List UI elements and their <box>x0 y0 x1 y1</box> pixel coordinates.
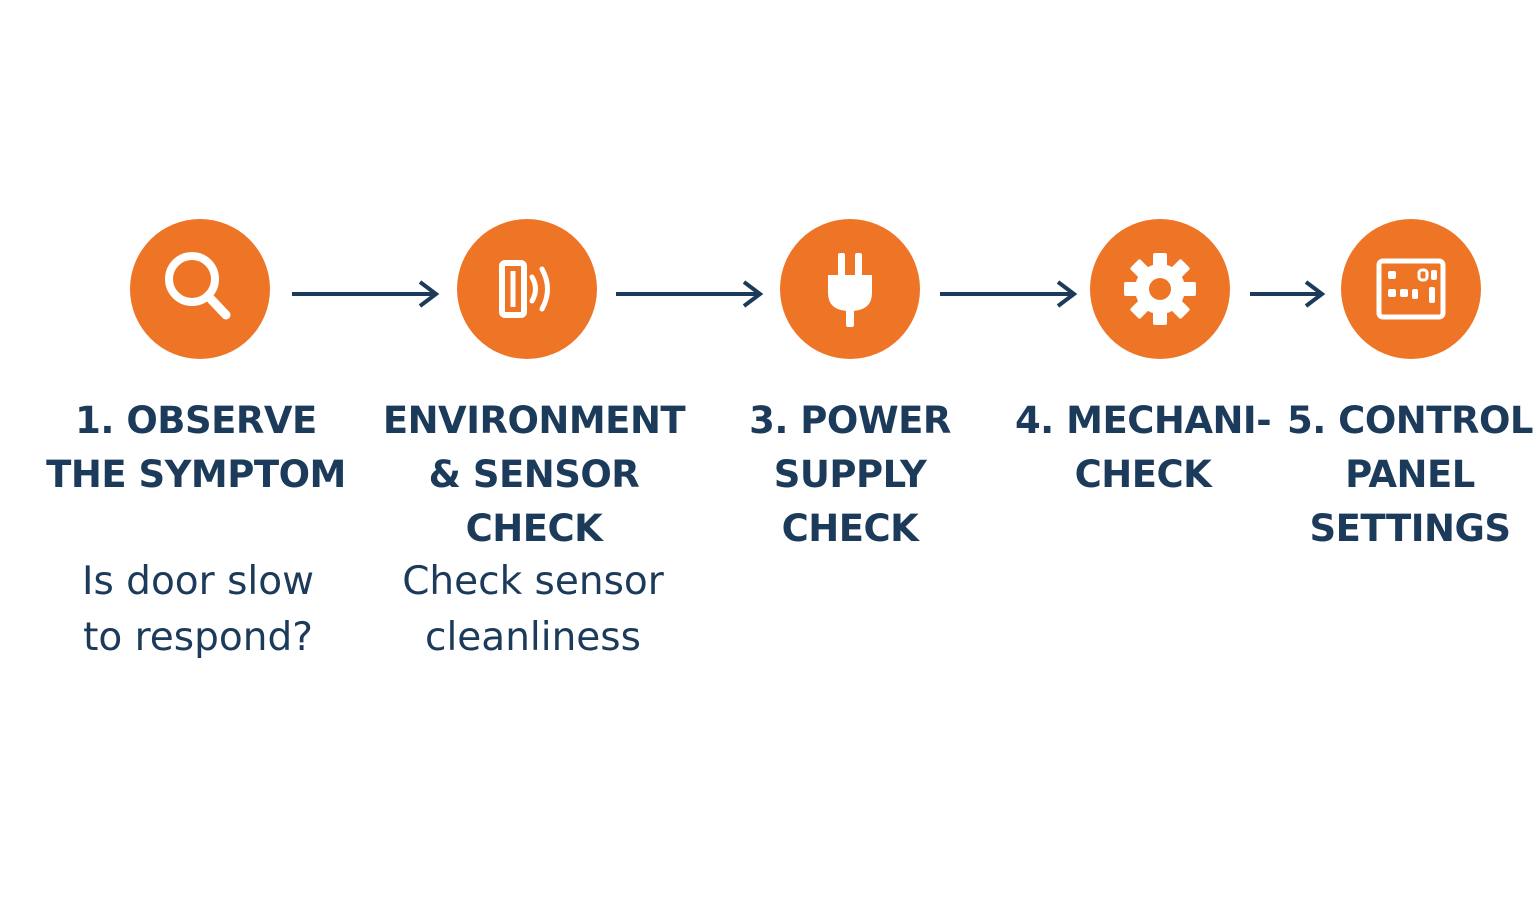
step-4: 4. MECHANI- CHECK <box>0 0 1272 496</box>
arrow-4-5 <box>1248 278 1328 314</box>
step-1: 1. OBSERVE THE SYMPTOM Is door slow to r… <box>0 0 346 660</box>
arrow-2-3 <box>614 278 766 314</box>
step-4-title: 4. MECHANI- CHECK <box>1014 399 1272 496</box>
arrow-1-2 <box>290 278 442 314</box>
step-3: 3. POWER SUPPLY CHECK <box>0 0 951 550</box>
gear-icon <box>1124 253 1196 325</box>
step-2-circle <box>457 219 597 359</box>
step-2-description: Check sensor cleanliness <box>402 559 664 660</box>
step-5: 5. CONTROL PANEL SETTINGS <box>0 0 1534 550</box>
step-3-title: 3. POWER SUPPLY CHECK <box>749 399 951 550</box>
step-1-title: 1. OBSERVE THE SYMPTOM <box>46 399 346 496</box>
step-4-circle <box>1090 219 1230 359</box>
step-2: ENVIRONMENT & SENSOR CHECK Check sensor … <box>0 0 686 660</box>
step-3-circle <box>780 219 920 359</box>
step-1-circle <box>130 219 270 359</box>
step-1-description: Is door slow to respond? <box>81 559 315 660</box>
control-panel-icon <box>1376 258 1446 320</box>
plug-icon <box>828 253 872 327</box>
step-2-title: ENVIRONMENT & SENSOR CHECK <box>382 399 686 550</box>
step-5-title: 5. CONTROL PANEL SETTINGS <box>1286 399 1534 550</box>
arrow-3-4 <box>938 278 1080 314</box>
door-sensor-icon <box>499 260 550 318</box>
step-5-circle <box>1341 219 1481 359</box>
magnifier-icon <box>165 252 231 320</box>
